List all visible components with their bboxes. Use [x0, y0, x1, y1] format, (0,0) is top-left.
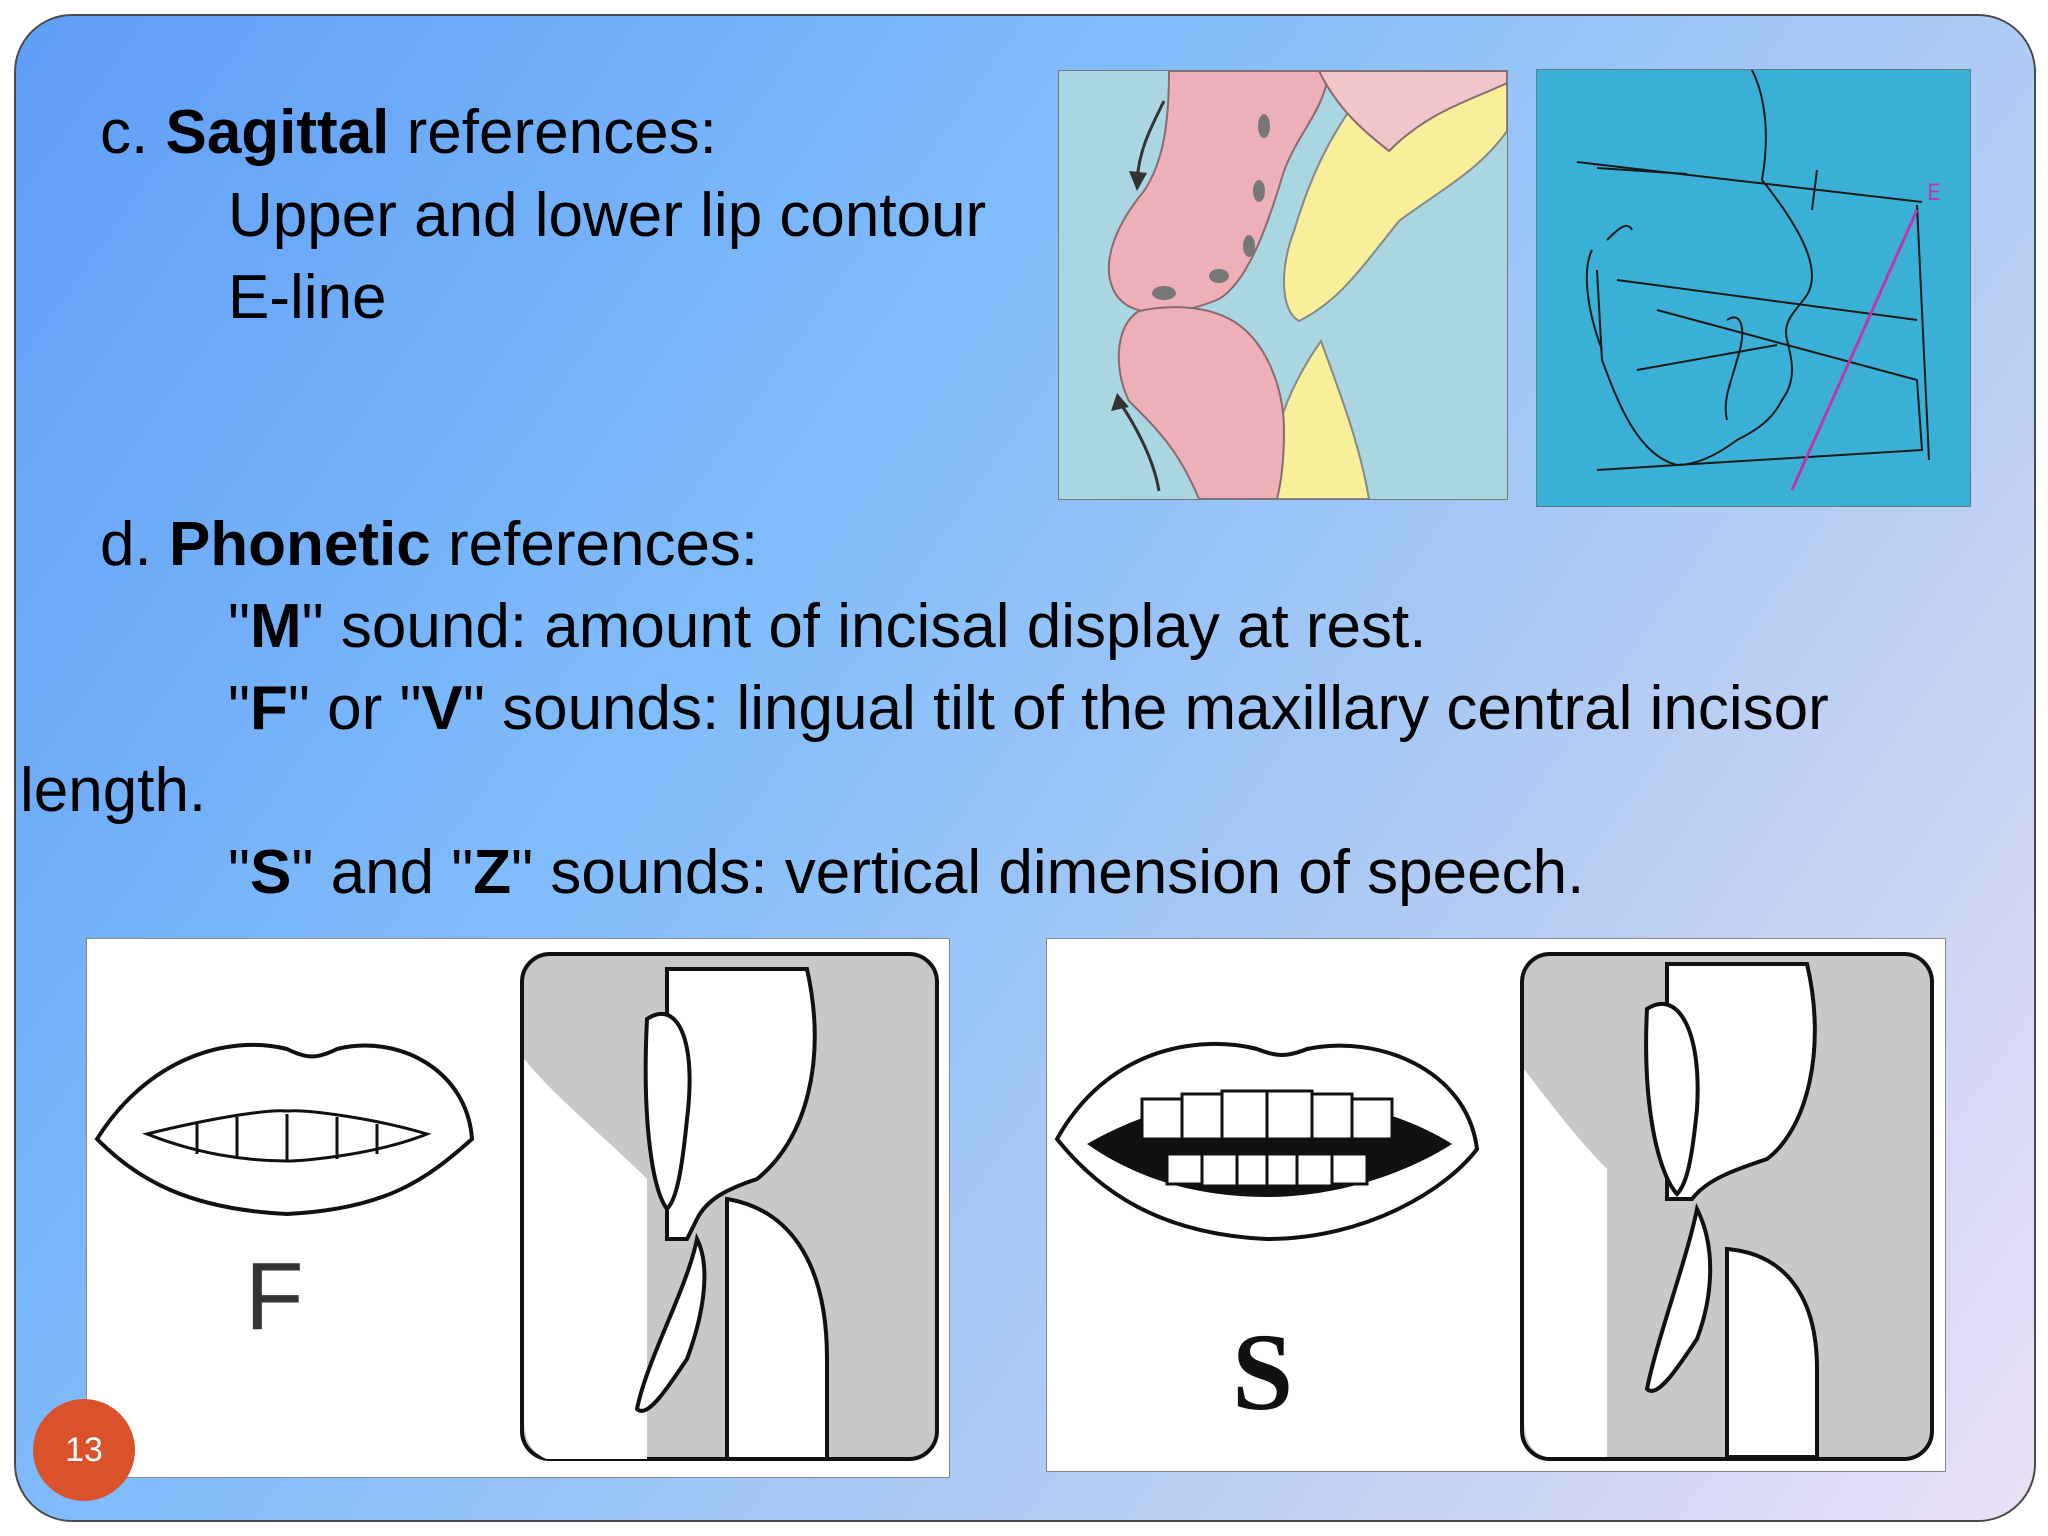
sz-sound-line: "S" and "Z" sounds: vertical dimension o…	[228, 838, 1585, 907]
s-label: S	[1232, 1311, 1293, 1433]
eline-cephalometric-illustration: E	[1536, 69, 1971, 507]
section-c-prefix: c.	[100, 98, 149, 167]
f-label: F	[245, 1243, 304, 1350]
v-sound-letter: V	[421, 674, 463, 743]
lip-contour-illustration	[1058, 70, 1508, 500]
section-d-prefix: d.	[100, 510, 152, 579]
section-c-title: Sagittal	[165, 98, 390, 167]
m-sound-line: "M" sound: amount of incisal display at …	[228, 592, 1427, 661]
section-d-title: Phonetic	[168, 510, 431, 579]
f-sound-illustration: F	[86, 938, 950, 1478]
section-c-item-lip-contour: Upper and lower lip contour	[228, 181, 987, 250]
page-number-badge: 13	[33, 1399, 135, 1501]
s-sound-letter: S	[250, 838, 292, 907]
f-sound-letter: F	[250, 674, 288, 743]
section-d-heading: d. Phonetic references:	[100, 510, 758, 580]
section-d-suffix: references:	[448, 510, 759, 579]
m-sound-letter: M	[250, 592, 302, 661]
fv-sound-line-continuation: length.	[20, 756, 207, 825]
s-sound-illustration: S	[1046, 938, 1946, 1472]
section-c-heading: c. Sagittal references:	[100, 98, 717, 168]
fv-sound-line: "F" or "V" sounds: lingual tilt of the m…	[228, 674, 1829, 743]
section-c-suffix: references:	[406, 98, 717, 167]
z-sound-letter: Z	[473, 838, 512, 907]
section-c-item-eline: E-line	[228, 263, 387, 332]
eline-label: E	[1927, 181, 1941, 206]
slide: c. Sagittal references: Upper and lower …	[14, 14, 2036, 1522]
